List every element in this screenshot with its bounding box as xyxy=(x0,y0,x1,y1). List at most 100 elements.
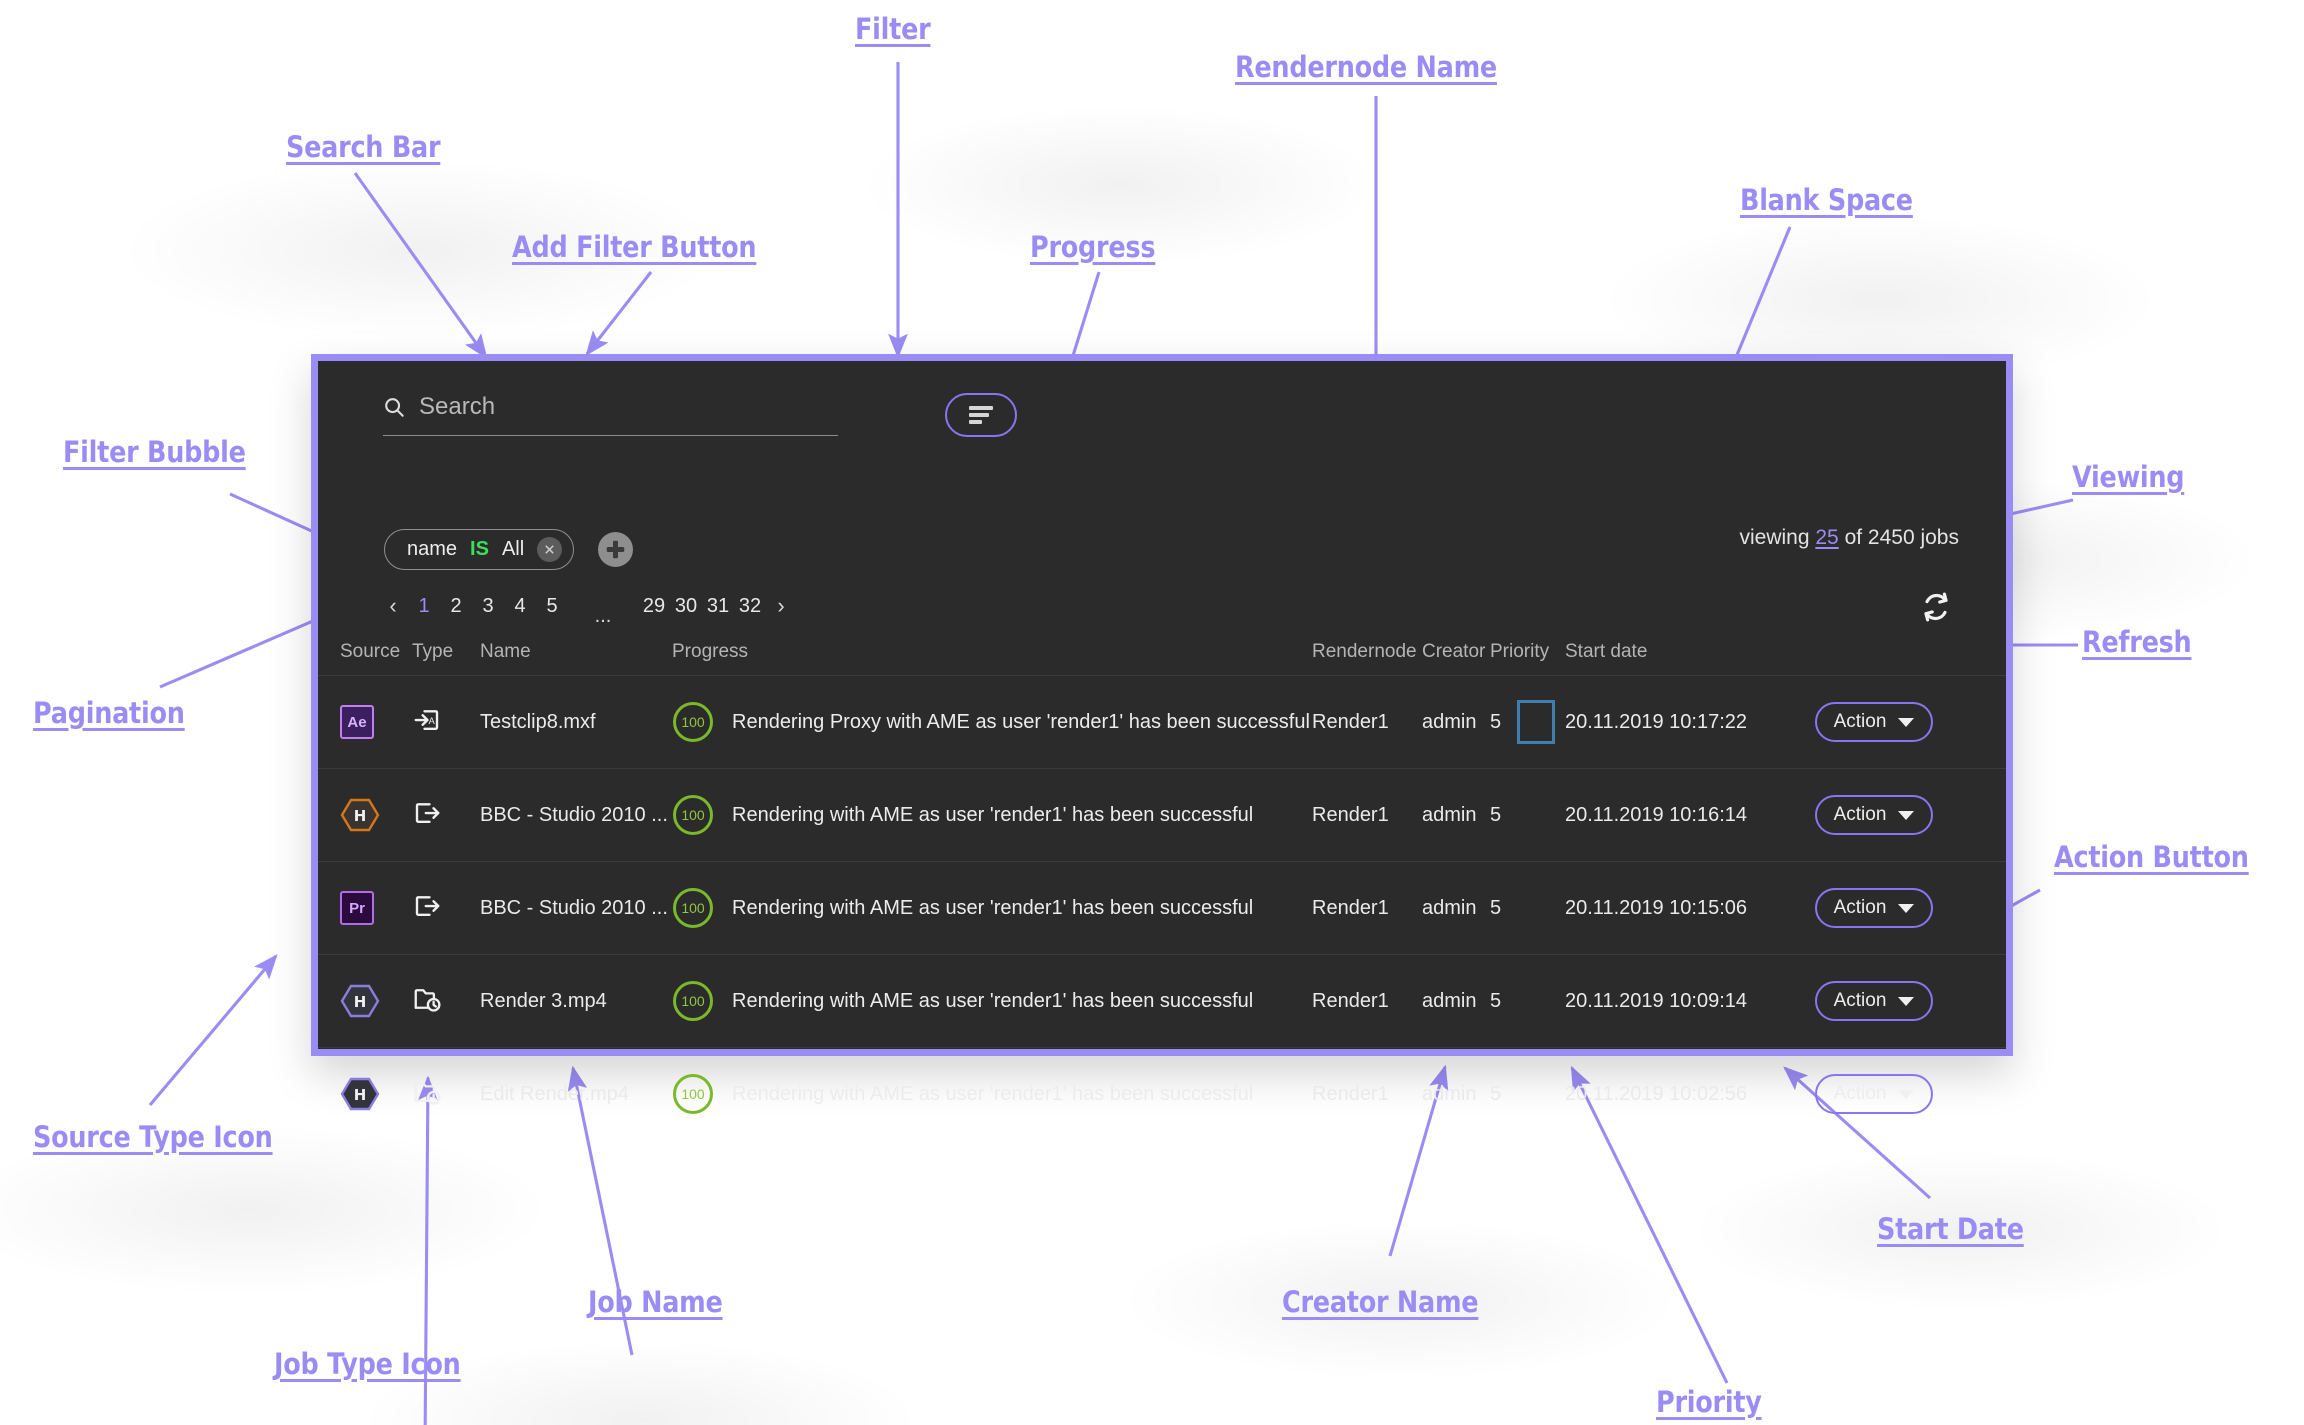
job-name: Edit Render.mp4 xyxy=(480,1082,629,1105)
pagination-page-5[interactable]: 5 xyxy=(546,594,558,617)
pagination-page-1[interactable]: 1 xyxy=(418,594,430,617)
pagination-page-31[interactable]: 31 xyxy=(706,594,730,617)
search-input[interactable]: Search xyxy=(383,393,838,436)
viewing-status: viewing 25 of 2450 jobs xyxy=(1739,526,1959,550)
viewing-suffix: of 2450 jobs xyxy=(1844,526,1959,549)
start-date: 20.11.2019 10:15:06 xyxy=(1565,896,1748,919)
helmut-hex-purple-icon: H xyxy=(340,983,380,1019)
refresh-button[interactable] xyxy=(1918,589,1954,625)
chevron-down-icon xyxy=(1898,810,1915,820)
svg-text:A: A xyxy=(429,716,436,727)
priority-value: 5 xyxy=(1490,989,1502,1012)
progress-ring: 100 xyxy=(672,794,714,836)
priority-value: 5 xyxy=(1490,710,1502,733)
action-cell: Action xyxy=(1815,1074,2006,1114)
col-header-start-date[interactable]: Start date xyxy=(1565,641,1648,662)
action-cell: Action xyxy=(1815,981,2006,1021)
annotation-filter-bubble: Filter Bubble xyxy=(63,435,246,469)
chevron-down-icon xyxy=(1898,1089,1915,1099)
annotation-action-button: Action Button xyxy=(2054,840,2249,874)
chevron-down-icon xyxy=(1898,996,1915,1006)
annotation-viewing: Viewing xyxy=(2072,460,2185,494)
col-header-rendernode[interactable]: Rendernode xyxy=(1312,641,1417,662)
pagination-page-3[interactable]: 3 xyxy=(482,594,494,617)
table-row[interactable]: H Edit Render.mp4 100 xyxy=(318,1047,2006,1140)
annotation-priority: Priority xyxy=(1656,1385,1762,1419)
progress-message: Rendering Proxy with AME as user 'render… xyxy=(732,710,1310,733)
annotation-progress: Progress xyxy=(1030,230,1156,264)
job-name: BBC - Studio 2010 ... xyxy=(480,803,668,826)
premiere-pro-icon: Pr xyxy=(340,891,374,925)
search-placeholder: Search xyxy=(419,393,496,420)
progress-cell: 100 Rendering with AME as user 'render1'… xyxy=(672,887,1312,929)
col-header-type[interactable]: Type xyxy=(412,641,454,662)
pagination-page-32[interactable]: 32 xyxy=(738,594,762,617)
progress-cell: 100 Rendering with AME as user 'render1'… xyxy=(672,794,1312,836)
action-button[interactable]: Action xyxy=(1815,795,1933,835)
annotation-job-type-icon: Job Type Icon xyxy=(274,1347,461,1381)
table-row[interactable]: Ae A Testclip8.mxf 100 Rendering Proxy xyxy=(318,675,2006,768)
filter-bubble-value: All xyxy=(501,538,525,560)
col-header-name[interactable]: Name xyxy=(480,641,531,662)
col-header-progress[interactable]: Progress xyxy=(672,641,749,662)
search-row: Search xyxy=(383,383,1953,463)
action-cell: Action xyxy=(1815,888,2006,928)
svg-text:H: H xyxy=(354,1086,367,1104)
pagination-page-2[interactable]: 2 xyxy=(450,594,462,617)
action-button-label: Action xyxy=(1833,897,1887,918)
table-row[interactable]: H Render 3.mp4 100 xyxy=(318,954,2006,1047)
pagination: ‹ 1 2 3 4 5 ... 29 30 31 32 › xyxy=(378,589,796,626)
close-circle-icon[interactable] xyxy=(537,537,563,562)
progress-ring: 100 xyxy=(672,887,714,929)
action-button[interactable]: Action xyxy=(1815,981,1933,1021)
start-date: 20.11.2019 10:02:56 xyxy=(1565,1082,1748,1105)
progress-message: Rendering with AME as user 'render1' has… xyxy=(732,989,1254,1012)
col-header-creator[interactable]: Creator xyxy=(1422,641,1486,662)
job-type-cell: A xyxy=(412,705,480,740)
progress-ring: 100 xyxy=(672,1073,714,1115)
rendernode-name: Render1 xyxy=(1312,1082,1389,1105)
source-type-cell: H xyxy=(340,1076,412,1112)
annotation-search-bar: Search Bar xyxy=(286,130,441,164)
pagination-prev[interactable]: ‹ xyxy=(389,593,397,618)
table-row[interactable]: Pr BBC - Studio 2010 ... 100 Rendering w… xyxy=(318,861,2006,954)
blank-space-highlight xyxy=(1517,700,1556,744)
annotation-rendernode-name: Rendernode Name xyxy=(1235,50,1497,84)
progress-cell: 100 Rendering Proxy with AME as user 're… xyxy=(672,701,1312,743)
filter-bubble-key: name xyxy=(407,538,458,560)
creator-name: admin xyxy=(1422,710,1477,733)
priority-cell: 5 xyxy=(1490,700,1565,744)
filter-button[interactable] xyxy=(945,393,1017,437)
action-button-label: Action xyxy=(1833,990,1887,1011)
creator-name: admin xyxy=(1422,1082,1477,1105)
source-type-cell: Ae xyxy=(340,705,412,739)
rendernode-name: Render1 xyxy=(1312,710,1389,733)
viewing-count[interactable]: 25 xyxy=(1815,526,1839,549)
action-button[interactable]: Action xyxy=(1815,702,1933,742)
svg-text:H: H xyxy=(354,807,367,825)
pagination-page-29[interactable]: 29 xyxy=(642,594,666,617)
pagination-page-30[interactable]: 30 xyxy=(674,594,698,617)
progress-message: Rendering with AME as user 'render1' has… xyxy=(732,803,1254,826)
folder-clock-icon xyxy=(414,988,441,1012)
annotation-blank-space: Blank Space xyxy=(1740,183,1913,217)
job-list-panel: Search viewing 25 of 2450 jobs name IS A… xyxy=(311,354,2013,1114)
pagination-next[interactable]: › xyxy=(777,593,785,618)
progress-value: 100 xyxy=(681,714,705,730)
action-button[interactable]: Action xyxy=(1815,1074,1933,1114)
col-header-priority[interactable]: Priority xyxy=(1490,641,1550,662)
action-button[interactable]: Action xyxy=(1815,888,1933,928)
annotation-creator-name: Creator Name xyxy=(1282,1285,1479,1319)
col-header-source[interactable]: Source xyxy=(340,641,401,662)
table-row[interactable]: H BBC - Studio 2010 ... 100 xyxy=(318,768,2006,861)
start-date: 20.11.2019 10:16:14 xyxy=(1565,803,1748,826)
source-type-cell: H xyxy=(340,797,412,833)
helmut-hex-purple-icon: H xyxy=(340,1076,380,1112)
priority-value: 5 xyxy=(1490,896,1502,919)
pagination-page-4[interactable]: 4 xyxy=(514,594,526,617)
add-filter-button[interactable] xyxy=(598,532,634,567)
source-type-cell: H xyxy=(340,983,412,1019)
creator-name: admin xyxy=(1422,896,1477,919)
action-cell: Action xyxy=(1815,795,2006,835)
filter-bubble[interactable]: name IS All xyxy=(384,529,575,570)
